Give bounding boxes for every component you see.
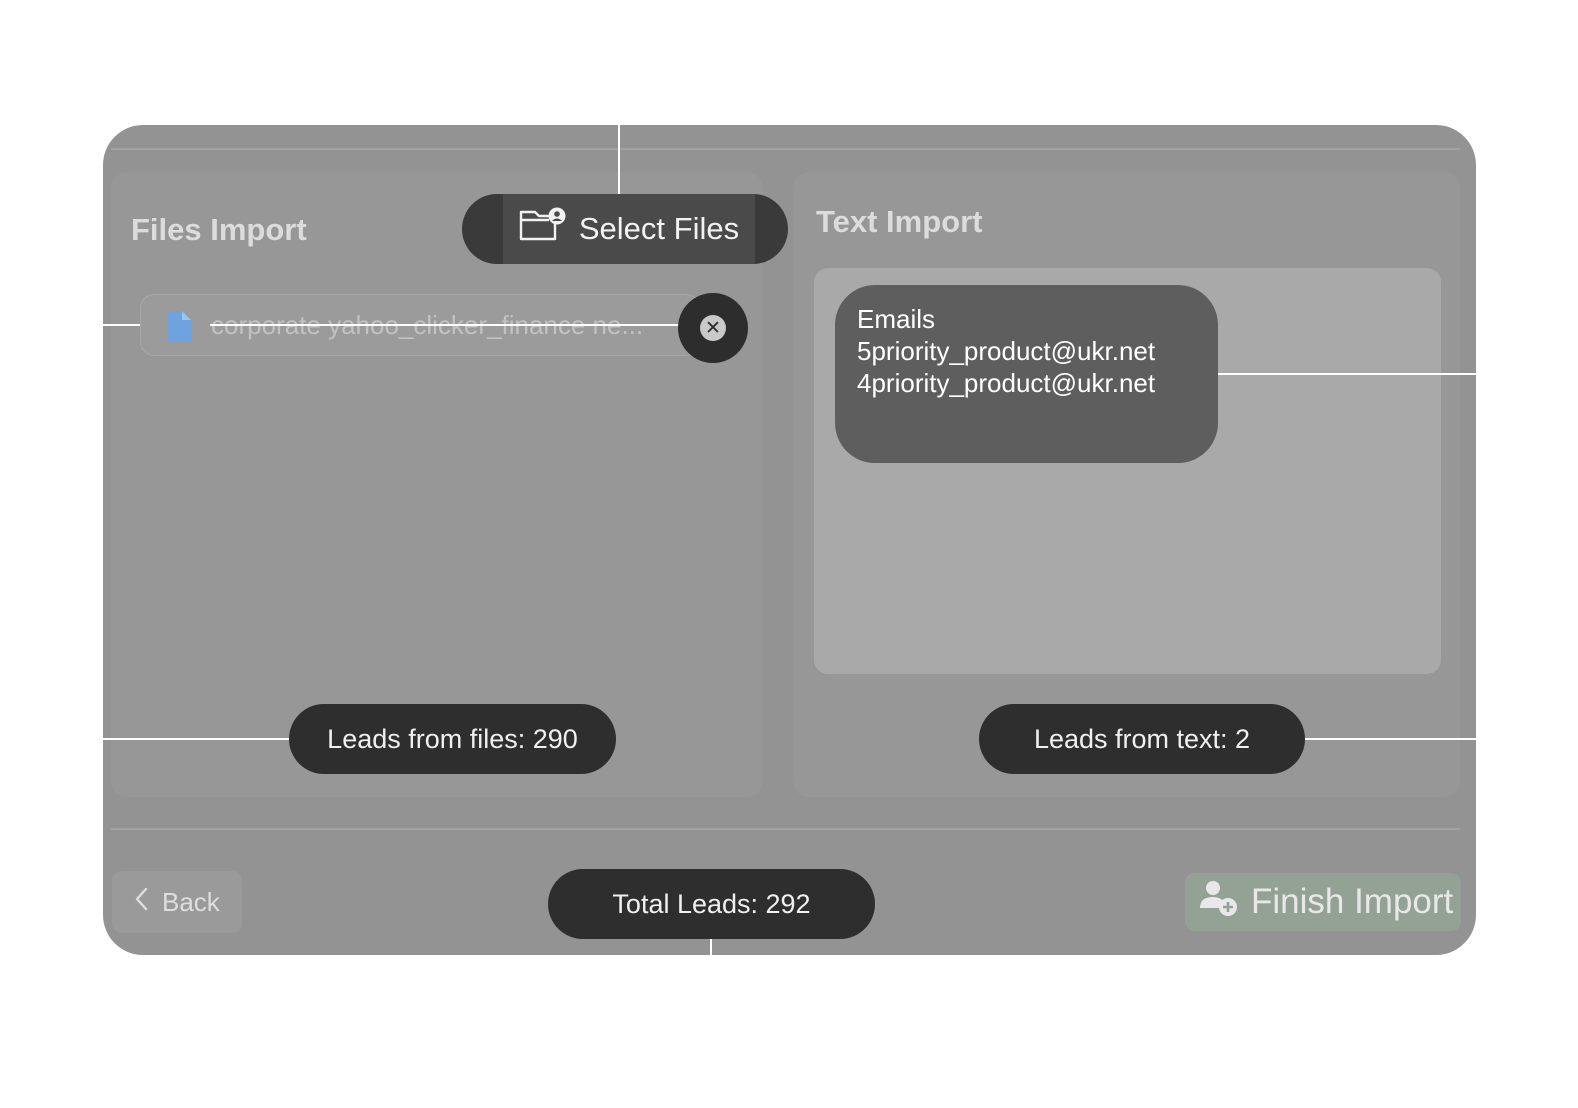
guide-line [103,324,140,326]
text-line: 5priority_product@ukr.net [857,336,1156,366]
guide-line [1305,738,1476,740]
text-line: Emails [857,304,936,334]
guide-line [1218,373,1476,375]
select-files-button[interactable]: Select Files [462,194,788,264]
text-line: 4priority_product@ukr.net [857,368,1156,398]
guide-line [103,738,289,740]
top-divider [111,148,1460,150]
select-files-label: Select Files [578,211,740,246]
folder-user-icon [519,207,567,251]
back-label: Back [162,886,220,917]
remove-file-button[interactable]: ✕ [678,293,748,363]
document-icon [165,309,193,348]
guide-line [710,939,712,956]
leads-from-text-label: Leads from text: 2 [979,704,1305,774]
back-button[interactable]: Back [112,871,242,933]
files-import-panel: Files Import [111,172,763,797]
person-add-icon [1199,878,1239,927]
files-import-title: Files Import [131,212,307,247]
finish-import-label: Finish Import [1251,882,1454,921]
leads-from-files-label: Leads from files: 290 [289,704,616,774]
guide-line [618,125,620,194]
total-leads-label: Total Leads: 292 [548,869,875,939]
guide-line [210,324,680,326]
email-text-content: Emails 5priority_product@ukr.net 4priori… [835,285,1218,463]
finish-import-button[interactable]: Finish Import [1185,873,1461,931]
bottom-divider [111,828,1460,830]
chevron-left-icon [134,887,148,918]
close-circle-icon: ✕ [700,315,726,341]
text-import-title: Text Import [816,204,983,239]
